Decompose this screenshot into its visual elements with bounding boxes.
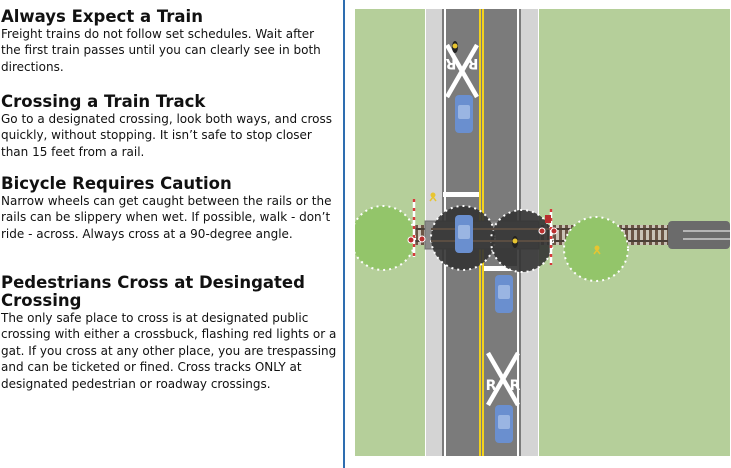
stop-line-south — [484, 266, 519, 271]
section-body: Freight trains do not follow set schedul… — [1, 27, 321, 74]
crossing-illustration: R R R R — [350, 9, 730, 456]
railroad-crossing-diagram: R R R R — [350, 9, 730, 456]
rr-marking-top-left: R — [445, 55, 456, 71]
crossbuck-marking-bottom — [486, 351, 520, 407]
section-expect-train: Always Expect a Train Freight trains do … — [1, 8, 337, 75]
section-heading: Pedestrians Cross at Desingated Crossing — [1, 273, 305, 310]
signal-light-icon — [418, 235, 426, 243]
section-body: Go to a designated crossing, look both w… — [1, 112, 332, 159]
section-body: Narrow wheels can get caught between the… — [1, 194, 332, 241]
pedestrian-icon — [429, 192, 437, 202]
section-heading: Always Expect a Train — [1, 7, 203, 26]
rr-marking-bottom-right: R — [510, 378, 521, 394]
rr-marking-bottom-left: R — [486, 378, 497, 394]
vertical-divider — [343, 0, 345, 468]
signal-light-icon — [550, 227, 558, 235]
pedestrian-icon — [593, 245, 601, 255]
rr-marking-top-right: R — [467, 55, 478, 71]
text-panel: Always Expect a Train Freight trains do … — [0, 0, 340, 468]
cyclist-icon — [452, 41, 458, 53]
section-body: The only safe place to cross is at desig… — [1, 311, 337, 391]
section-crossing-track: Crossing a Train Track Go to a designate… — [1, 93, 337, 160]
section-heading: Crossing a Train Track — [1, 92, 206, 111]
signal-light-icon — [538, 227, 546, 235]
crossbuck-marking-top — [445, 43, 479, 99]
section-bicycle-caution: Bicycle Requires Caution Narrow wheels c… — [1, 175, 337, 242]
side-road-right — [668, 221, 730, 249]
section-heading: Bicycle Requires Caution — [1, 174, 232, 193]
section-pedestrians: Pedestrians Cross at Desingated Crossing… — [1, 274, 337, 392]
signal-light-icon — [407, 236, 415, 244]
stop-line-north — [443, 192, 479, 197]
cyclist-icon — [512, 236, 518, 248]
